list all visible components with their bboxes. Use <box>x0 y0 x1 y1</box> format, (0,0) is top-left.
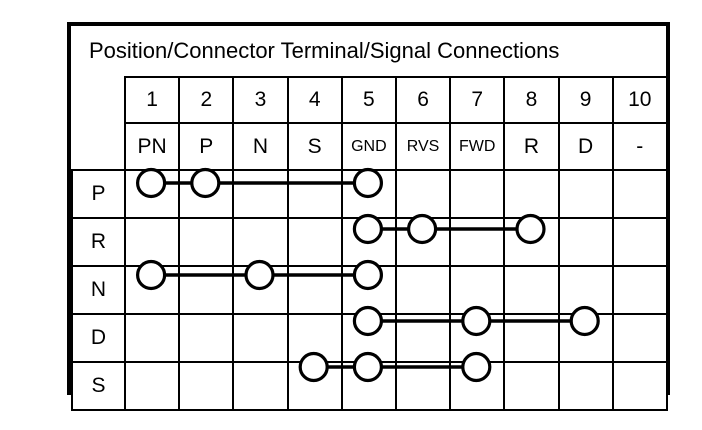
connection-cell <box>340 265 397 315</box>
signal-name-cell: GND <box>340 122 397 171</box>
table-row: N <box>71 265 668 315</box>
signal-name-cell: - <box>611 122 668 171</box>
terminal-number-cell: 9 <box>557 76 614 124</box>
connection-cell <box>232 313 289 363</box>
signal-name-cell: N <box>232 122 289 171</box>
terminal-number-cell: 8 <box>503 76 560 124</box>
connection-cell <box>178 217 235 267</box>
terminal-number-cell: 5 <box>340 76 397 124</box>
connection-cell <box>503 361 560 411</box>
signal-name-cell: PN <box>123 122 181 171</box>
terminal-number-cell: 3 <box>232 76 289 124</box>
signal-row-blank <box>72 123 126 171</box>
title-row: Position/Connector Terminal/Signal Conne… <box>71 26 666 76</box>
connection-cell <box>503 169 560 219</box>
connection-cell <box>449 313 506 363</box>
connection-cell <box>178 169 235 219</box>
connection-cell <box>611 313 668 363</box>
connection-cell <box>557 169 614 219</box>
connection-cell <box>123 217 181 267</box>
connection-table-frame: Position/Connector Terminal/Signal Conne… <box>67 22 670 411</box>
connection-cell <box>232 169 289 219</box>
connection-cell <box>394 169 452 219</box>
connection-cell <box>123 361 181 411</box>
connection-cell <box>394 313 452 363</box>
connection-cell <box>449 217 506 267</box>
header-corner-blank <box>72 77 126 123</box>
table-row: R <box>71 217 668 267</box>
position-label-cell: N <box>71 265 126 315</box>
connection-cell <box>286 169 343 219</box>
connection-cell <box>394 361 452 411</box>
page-title: Position/Connector Terminal/Signal Conne… <box>89 38 560 63</box>
connection-cell <box>449 169 506 219</box>
connection-cell <box>123 313 181 363</box>
signal-name-cell: R <box>503 122 560 171</box>
connection-cell <box>449 265 506 315</box>
connection-cell <box>123 265 181 315</box>
terminal-number-cell: 7 <box>449 76 506 124</box>
terminal-number-cell: 2 <box>178 76 235 124</box>
connection-cell <box>503 217 560 267</box>
connection-cell <box>611 169 668 219</box>
signal-name-cell: P <box>178 122 235 171</box>
connection-cell <box>557 313 614 363</box>
connection-cell <box>340 313 397 363</box>
signal-name-cell: RVS <box>394 122 452 171</box>
connection-cell <box>503 265 560 315</box>
position-label-cell: P <box>71 169 126 219</box>
position-label-cell: R <box>71 217 126 267</box>
connection-cell <box>611 265 668 315</box>
signal-name-cell: D <box>557 122 614 171</box>
connection-cell <box>340 217 397 267</box>
table-row: S <box>71 361 668 411</box>
connection-cell <box>123 169 181 219</box>
connection-cell <box>286 217 343 267</box>
connection-cell <box>557 361 614 411</box>
connection-cell <box>557 265 614 315</box>
connection-cell <box>557 217 614 267</box>
table-row: P <box>71 169 668 219</box>
signal-name-cell: FWD <box>449 122 506 171</box>
position-label-cell: D <box>71 313 126 363</box>
connection-cell <box>611 361 668 411</box>
connection-cell <box>286 265 343 315</box>
connection-cell <box>232 361 289 411</box>
connection-cell <box>340 169 397 219</box>
table-row: D <box>71 313 668 363</box>
connection-cell <box>178 265 235 315</box>
terminal-number-cell: 10 <box>611 76 668 124</box>
terminal-number-cell: 1 <box>123 76 181 124</box>
connection-cell <box>503 313 560 363</box>
connection-cell <box>232 265 289 315</box>
connection-cell <box>394 217 452 267</box>
terminal-number-cell: 4 <box>286 76 343 124</box>
connection-cell <box>340 361 397 411</box>
connection-cell <box>178 361 235 411</box>
connection-cell <box>611 217 668 267</box>
connection-cell <box>394 265 452 315</box>
connection-cell <box>232 217 289 267</box>
connection-cell <box>286 313 343 363</box>
position-label-cell: S <box>71 361 126 411</box>
signal-name-cell: S <box>286 122 343 171</box>
connection-cell <box>178 313 235 363</box>
connection-cell <box>449 361 506 411</box>
connection-cell <box>286 361 343 411</box>
terminal-number-cell: 6 <box>394 76 452 124</box>
